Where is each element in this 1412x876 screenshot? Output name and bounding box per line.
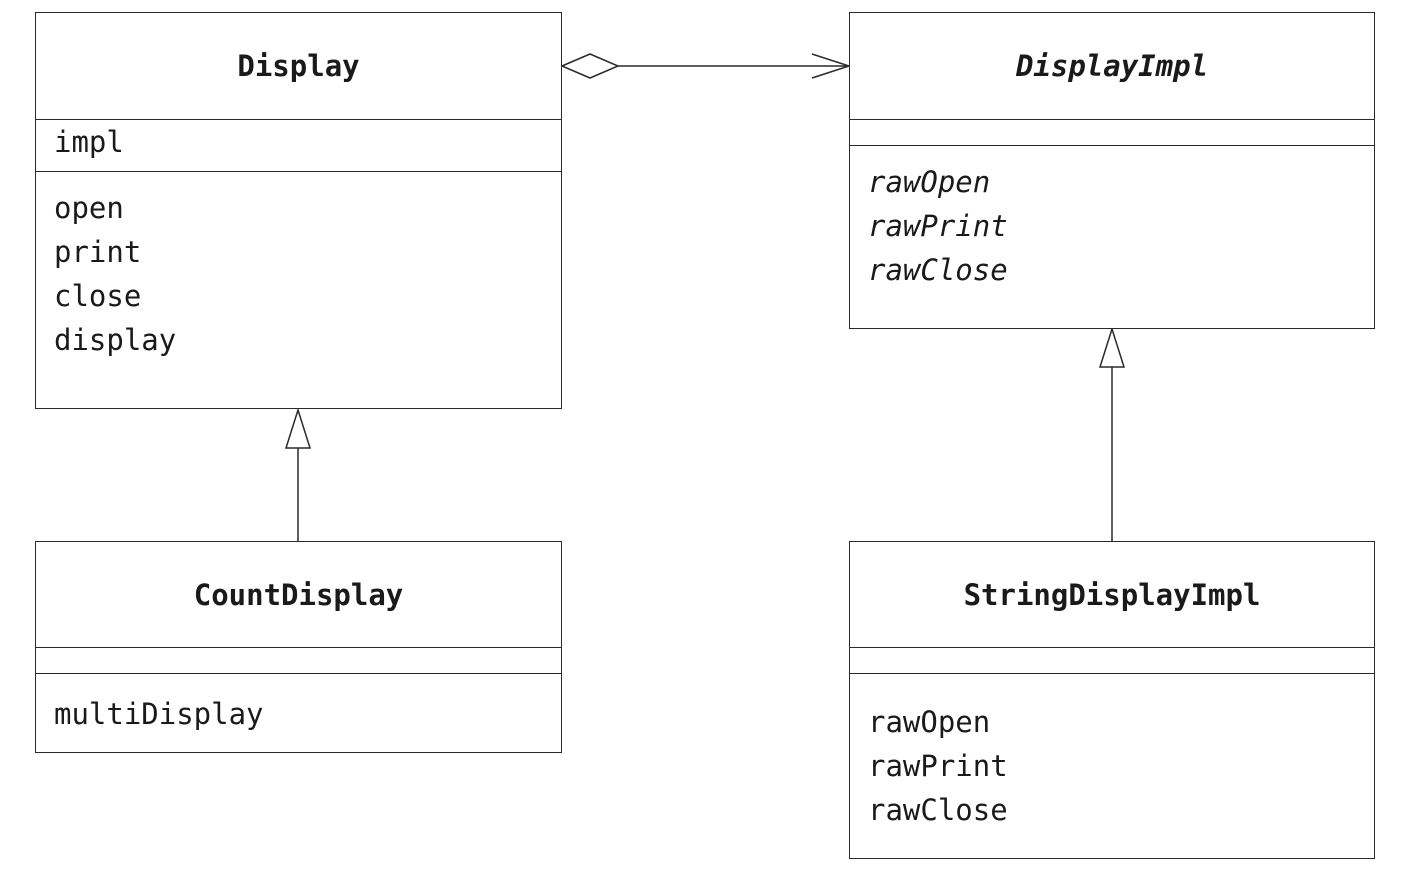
class-display-impl: DisplayImpl rawOpen rawPrint rawClose: [849, 12, 1375, 329]
class-string-display-impl: StringDisplayImpl rawOpen rawPrint rawCl…: [849, 541, 1375, 859]
operation-display: display: [54, 323, 177, 357]
operation-raw-close: rawClose: [868, 793, 1008, 827]
operations-compartment: multiDisplay: [36, 673, 561, 736]
operations-compartment: open print close display: [36, 171, 561, 362]
attributes-compartment: [850, 119, 1374, 145]
operation-open: open: [54, 191, 124, 225]
generalization-triangle: [284, 407, 312, 449]
attributes-compartment: [36, 647, 561, 673]
operations-compartment: rawOpen rawPrint rawClose: [850, 673, 1374, 832]
attributes-compartment: [850, 647, 1374, 673]
generalization-connector-string-display-impl: [1098, 326, 1126, 541]
operation-raw-close: rawClose: [868, 253, 1008, 287]
operations-compartment: rawOpen rawPrint rawClose: [850, 145, 1374, 292]
class-name: Display: [237, 49, 360, 83]
attributes-compartment: impl: [36, 119, 561, 171]
class-name: CountDisplay: [193, 577, 404, 612]
operation-multi-display: multiDisplay: [54, 697, 264, 731]
attribute-impl: impl: [54, 125, 124, 159]
generalization-triangle: [1098, 326, 1126, 368]
generalization-connector-count-display: [284, 407, 312, 541]
operation-raw-open: rawOpen: [868, 165, 991, 199]
operation-raw-print: rawPrint: [868, 749, 1008, 783]
operation-close: close: [54, 279, 142, 313]
operation-raw-print: rawPrint: [868, 209, 1008, 243]
class-name: StringDisplayImpl: [963, 577, 1261, 612]
aggregation-diamond: [560, 53, 620, 79]
operation-raw-open: rawOpen: [868, 705, 991, 739]
aggregation-connector: [560, 53, 852, 79]
class-count-display: CountDisplay multiDisplay: [35, 541, 562, 753]
class-display: Display impl open print close display: [35, 12, 562, 409]
operation-print: print: [54, 235, 142, 269]
class-name: DisplayImpl: [1015, 49, 1209, 83]
